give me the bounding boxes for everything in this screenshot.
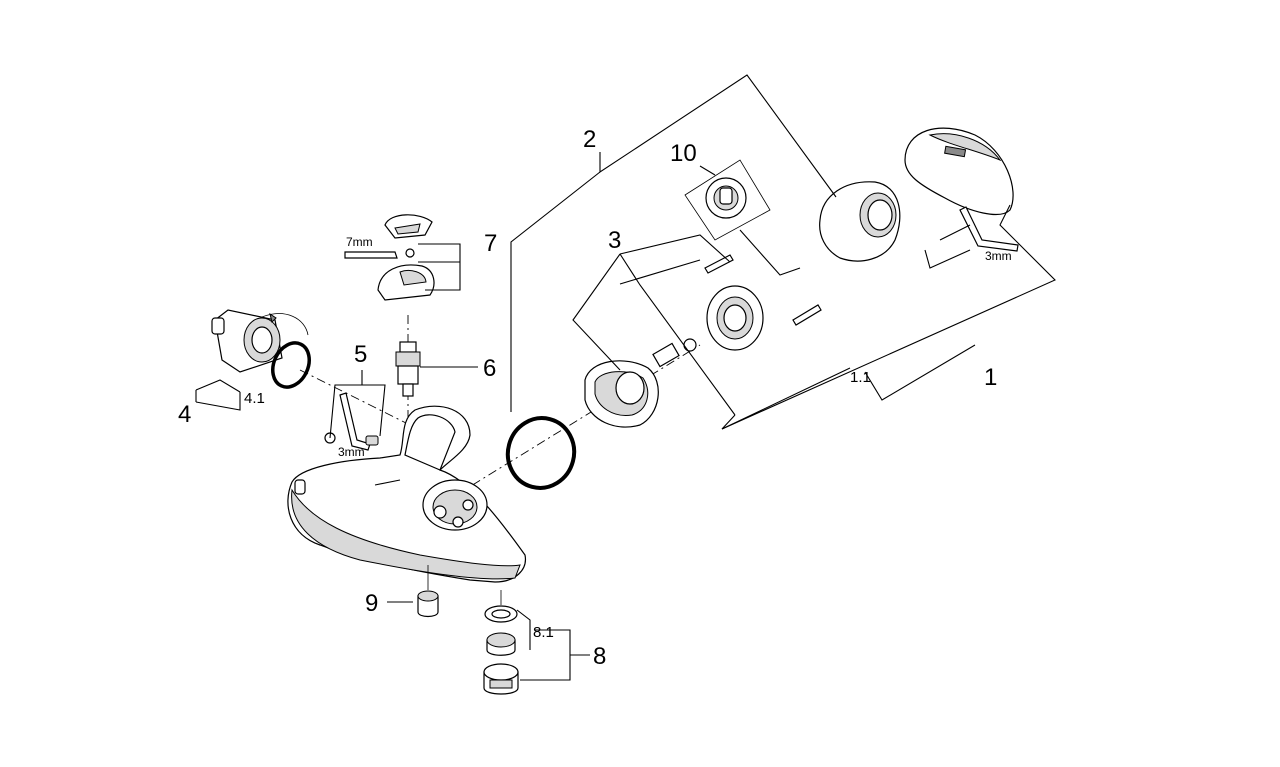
leader-lines <box>195 74 1056 681</box>
label-4: 4 <box>178 401 191 428</box>
label-2: 2 <box>583 126 596 153</box>
part-8-aerator <box>483 605 519 695</box>
callout-labels: 1 1.1 2 3 4 4.1 5 6 7 8 8.1 9 10 7mm 3mm… <box>178 126 1012 670</box>
label-9: 9 <box>365 590 378 617</box>
part-1-handle-cover <box>904 127 1014 216</box>
label-4-1: 4.1 <box>244 390 265 407</box>
label-8-1: 8.1 <box>533 624 554 641</box>
part-3-cartridge <box>584 338 697 428</box>
main-o-ring <box>505 416 577 490</box>
part-4-housing <box>211 309 309 373</box>
part-7-handle <box>344 214 435 301</box>
part-1-hex-key <box>959 206 1019 252</box>
label-10: 10 <box>670 140 697 167</box>
part-10-stop-ring <box>684 159 771 241</box>
label-1-1: 1.1 <box>850 369 871 386</box>
tool-size-3mm-b: 3mm <box>985 249 1012 263</box>
label-3: 3 <box>608 227 621 254</box>
label-5: 5 <box>354 341 367 368</box>
label-8: 8 <box>593 643 606 670</box>
part-9-restrictor <box>417 590 439 618</box>
faucet-body <box>287 405 526 583</box>
part-4-1-o-ring <box>271 341 311 389</box>
label-1: 1 <box>984 364 997 391</box>
fixing-screws <box>704 254 822 326</box>
part-6-valve <box>395 341 421 397</box>
escutcheon-plate <box>706 285 764 351</box>
tool-size-3mm-a: 3mm <box>338 445 365 459</box>
label-6: 6 <box>483 355 496 382</box>
tool-size-7mm: 7mm <box>346 235 373 249</box>
part-1-temperature-handle <box>819 181 901 262</box>
label-7: 7 <box>484 230 497 257</box>
